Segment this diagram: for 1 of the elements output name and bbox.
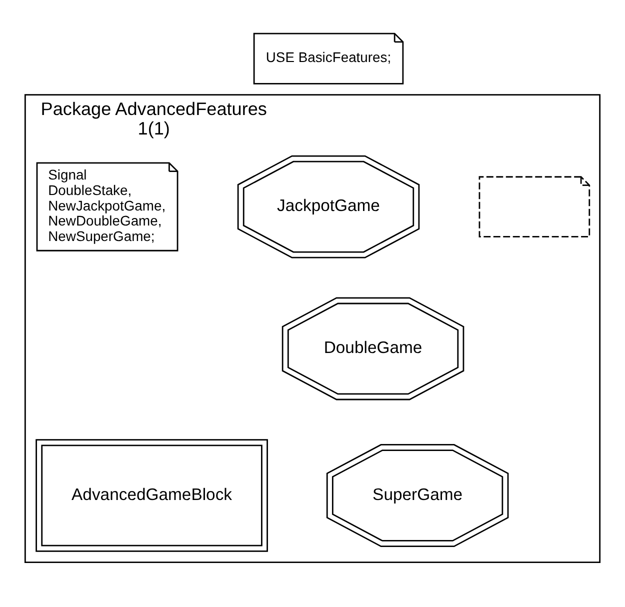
node-box: AdvancedGameBlock [36, 439, 268, 552]
